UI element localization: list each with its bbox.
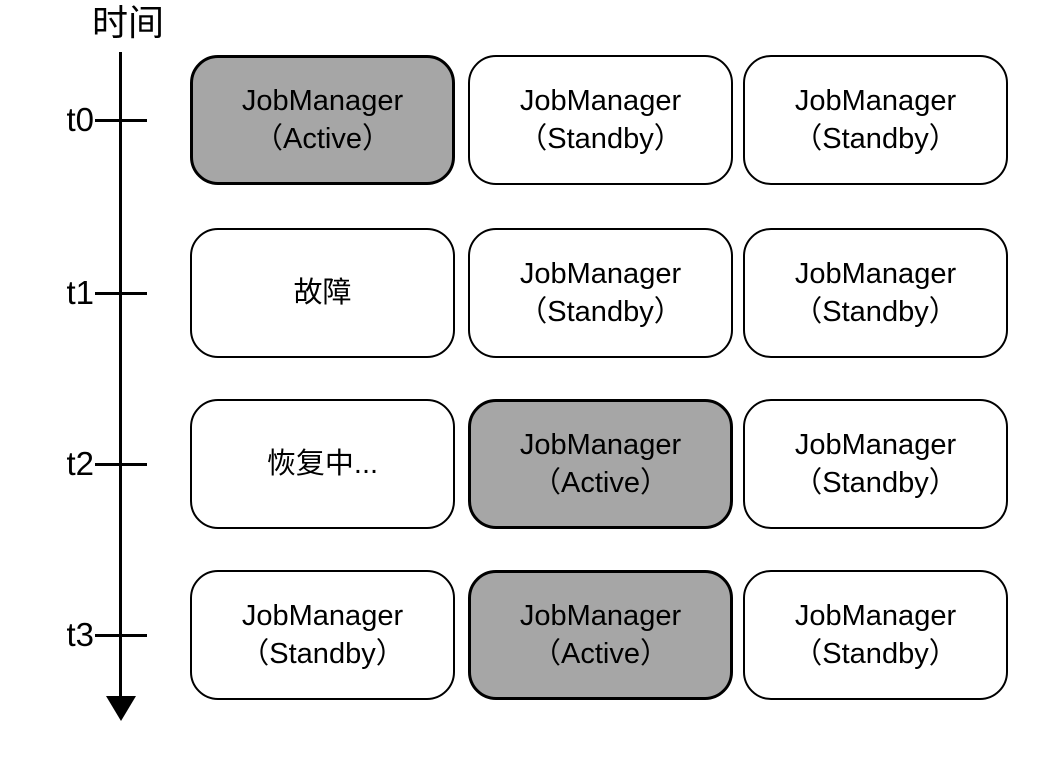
node-line1: JobManager xyxy=(794,429,957,461)
node-line2: （Standby） xyxy=(793,123,958,155)
node-line1: JobManager xyxy=(519,258,682,290)
node-t3-jobmanager2: JobManager （Active） xyxy=(468,570,733,700)
node-line1: JobManager xyxy=(519,85,682,117)
tick-mark-t0 xyxy=(95,119,147,122)
node-line1: 恢复中... xyxy=(266,448,379,480)
time-axis-arrowhead-icon xyxy=(106,696,136,721)
node-line2: （Standby） xyxy=(518,123,683,155)
node-line1: JobManager xyxy=(241,600,404,632)
node-t0-jobmanager3: JobManager （Standby） xyxy=(743,55,1008,185)
time-axis-label: 时间 xyxy=(92,2,165,43)
node-line2: （Standby） xyxy=(793,467,958,499)
tick-label-t2: t2 xyxy=(66,445,94,482)
node-line1: JobManager xyxy=(794,85,957,117)
node-t2-jobmanager3: JobManager （Standby） xyxy=(743,399,1008,529)
node-t1-jobmanager1-failed: 故障 xyxy=(190,228,455,358)
node-t2-jobmanager1-recovering: 恢复中... xyxy=(190,399,455,529)
node-t2-jobmanager2: JobManager （Active） xyxy=(468,399,733,529)
time-axis-line xyxy=(119,52,122,698)
node-line2: （Active） xyxy=(254,123,391,155)
tick-mark-t1 xyxy=(95,292,147,295)
node-line2: （Standby） xyxy=(793,638,958,670)
node-line2: （Standby） xyxy=(793,296,958,328)
node-t0-jobmanager2: JobManager （Standby） xyxy=(468,55,733,185)
node-line2: （Active） xyxy=(532,467,669,499)
node-line2: （Standby） xyxy=(240,638,405,670)
node-t3-jobmanager3: JobManager （Standby） xyxy=(743,570,1008,700)
tick-mark-t2 xyxy=(95,463,147,466)
tick-label-t3: t3 xyxy=(66,616,94,653)
node-t1-jobmanager3: JobManager （Standby） xyxy=(743,228,1008,358)
node-line1: JobManager xyxy=(519,600,682,632)
node-line2: （Active） xyxy=(532,638,669,670)
node-line1: JobManager xyxy=(794,258,957,290)
tick-label-t1: t1 xyxy=(66,274,94,311)
node-line1: 故障 xyxy=(293,277,352,309)
tick-label-t0: t0 xyxy=(66,101,94,138)
node-t0-jobmanager1: JobManager （Active） xyxy=(190,55,455,185)
node-t3-jobmanager1: JobManager （Standby） xyxy=(190,570,455,700)
node-line1: JobManager xyxy=(519,429,682,461)
node-t1-jobmanager2: JobManager （Standby） xyxy=(468,228,733,358)
node-line1: JobManager xyxy=(794,600,957,632)
node-line2: （Standby） xyxy=(518,296,683,328)
node-line1: JobManager xyxy=(241,85,404,117)
tick-mark-t3 xyxy=(95,634,147,637)
